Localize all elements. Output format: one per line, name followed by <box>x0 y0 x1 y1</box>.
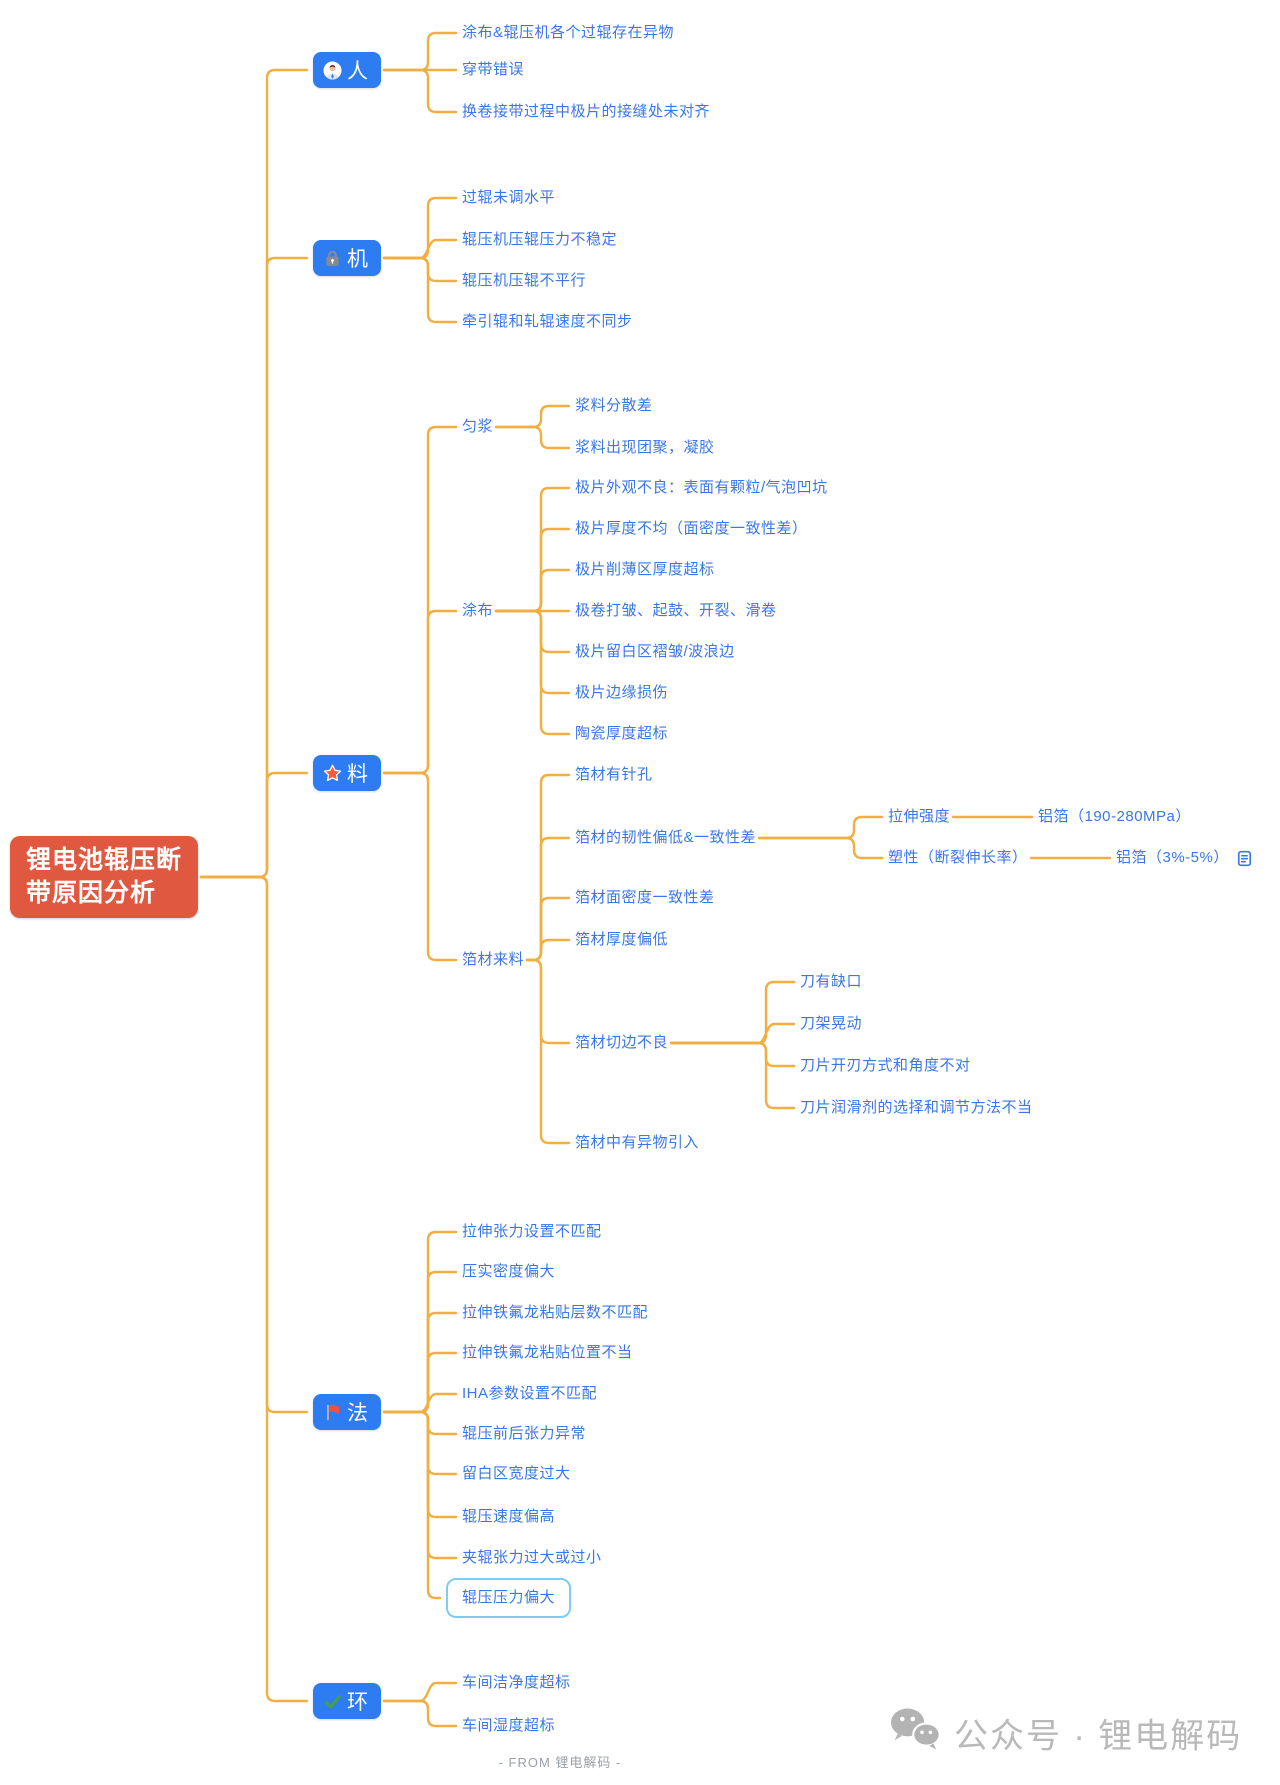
mindmap-node[interactable]: 箔材的韧性偏低&一致性差 <box>575 829 757 846</box>
mindmap-node[interactable]: 箔材中有异物引入 <box>575 1134 700 1151</box>
mindmap-node[interactable]: 塑性（断裂伸长率） <box>888 849 1028 866</box>
mindmap-node[interactable]: 拉伸铁氟龙粘贴层数不匹配 <box>462 1304 649 1321</box>
mindmap-node[interactable]: 压实密度偏大 <box>462 1263 556 1280</box>
mindmap-node[interactable]: 辊压机压辊不平行 <box>462 272 587 289</box>
mindmap-node[interactable]: 换卷接带过程中极片的接缝处未对齐 <box>462 103 711 120</box>
mindmap-node[interactable]: 箔材有针孔 <box>575 766 653 783</box>
mindmap-node[interactable]: 涂布&辊压机各个过辊存在异物 <box>462 24 675 41</box>
mindmap-node[interactable]: 箔材切边不良 <box>575 1034 669 1051</box>
mindmap-node[interactable]: 箔材厚度偏低 <box>575 931 669 948</box>
mindmap-node[interactable]: 极片留白区褶皱/波浪边 <box>575 643 735 660</box>
mindmap-node[interactable]: 极片削薄区厚度超标 <box>575 561 715 578</box>
branch-node-method[interactable]: 法 <box>313 1394 381 1430</box>
note-icon[interactable] <box>1236 850 1253 867</box>
wechat-icon <box>888 1706 942 1761</box>
branch-node-people[interactable]: 人 <box>313 52 381 88</box>
mindmap-node[interactable]: 极卷打皱、起鼓、开裂、滑卷 <box>575 602 777 619</box>
mindmap-node[interactable]: 夹辊张力过大或过小 <box>462 1549 602 1566</box>
watermark: 公众号 · 锂电解码 <box>888 1706 1242 1761</box>
mindmap-node[interactable]: 铝箔（190-280MPa） <box>1038 808 1191 825</box>
watermark-label: 公众号 · 锂电解码 <box>954 1717 1243 1756</box>
mindmap-node-selected[interactable]: 辊压压力偏大 <box>446 1578 572 1618</box>
node-label: 铝箔（3%-5%） <box>1116 849 1229 866</box>
mindmap-node[interactable]: 匀浆 <box>462 418 494 435</box>
lock-icon <box>323 249 342 268</box>
mindmap-node[interactable]: 浆料出现团聚，凝胶 <box>575 439 715 456</box>
branch-node-material[interactable]: 料 <box>313 755 381 791</box>
mindmap-node[interactable]: 辊压前后张力异常 <box>462 1425 587 1442</box>
footer-credit: - FROM 锂电解码 - <box>498 1755 622 1770</box>
branch-label: 环 <box>347 1691 368 1714</box>
mindmap-node[interactable]: 刀片润滑剂的选择和调节方法不当 <box>800 1099 1033 1116</box>
branch-node-machine[interactable]: 机 <box>313 240 381 276</box>
mindmap-node[interactable]: 留白区宽度过大 <box>462 1465 571 1482</box>
mindmap-node[interactable]: 陶瓷厚度超标 <box>575 725 669 742</box>
mindmap-node[interactable]: 浆料分散差 <box>575 397 653 414</box>
root-node[interactable]: 锂电池辊压断带原因分析 <box>10 836 198 918</box>
mindmap-node[interactable]: 车间湿度超标 <box>462 1717 556 1734</box>
mindmap-node[interactable]: 车间洁净度超标 <box>462 1674 571 1691</box>
person-icon <box>323 60 342 80</box>
mindmap-node[interactable]: 拉伸铁氟龙粘贴位置不当 <box>462 1344 633 1361</box>
star-icon <box>323 764 342 783</box>
mindmap-node[interactable]: 穿带错误 <box>462 61 525 78</box>
flag-icon <box>323 1403 342 1422</box>
branch-label: 机 <box>347 248 368 271</box>
mindmap-node[interactable]: 极片边缘损伤 <box>575 684 669 701</box>
mindmap-node[interactable]: 辊压速度偏高 <box>462 1508 556 1525</box>
check-icon <box>323 1692 342 1711</box>
mindmap-node[interactable]: 极片厚度不均（面密度一致性差） <box>575 520 808 537</box>
mindmap-node[interactable]: 过辊未调水平 <box>462 189 556 206</box>
branch-label: 法 <box>347 1402 368 1425</box>
mindmap-node[interactable]: 牵引辊和轧辊速度不同步 <box>462 313 633 330</box>
mindmap-node[interactable]: 极片外观不良：表面有颗粒/气泡凹坑 <box>575 479 828 496</box>
branch-label: 料 <box>347 763 368 786</box>
branch-node-environment[interactable]: 环 <box>313 1683 381 1719</box>
mindmap-node[interactable]: 刀有缺口 <box>800 973 863 990</box>
mindmap-node[interactable]: 铝箔（3%-5%） <box>1116 847 1253 869</box>
mindmap-node[interactable]: 刀架晃动 <box>800 1015 863 1032</box>
mindmap-node[interactable]: 箔材来料 <box>462 951 525 968</box>
mindmap-node[interactable]: 拉伸强度 <box>888 808 951 825</box>
mindmap-node[interactable]: 拉伸张力设置不匹配 <box>462 1223 602 1240</box>
mindmap-node[interactable]: 辊压机压辊压力不稳定 <box>462 231 618 248</box>
mindmap-node[interactable]: IHA参数设置不匹配 <box>462 1385 598 1402</box>
branch-label: 人 <box>347 60 368 83</box>
mindmap-node[interactable]: 刀片开刃方式和角度不对 <box>800 1057 971 1074</box>
mindmap-node[interactable]: 涂布 <box>462 602 494 619</box>
mindmap-node[interactable]: 箔材面密度一致性差 <box>575 889 715 906</box>
